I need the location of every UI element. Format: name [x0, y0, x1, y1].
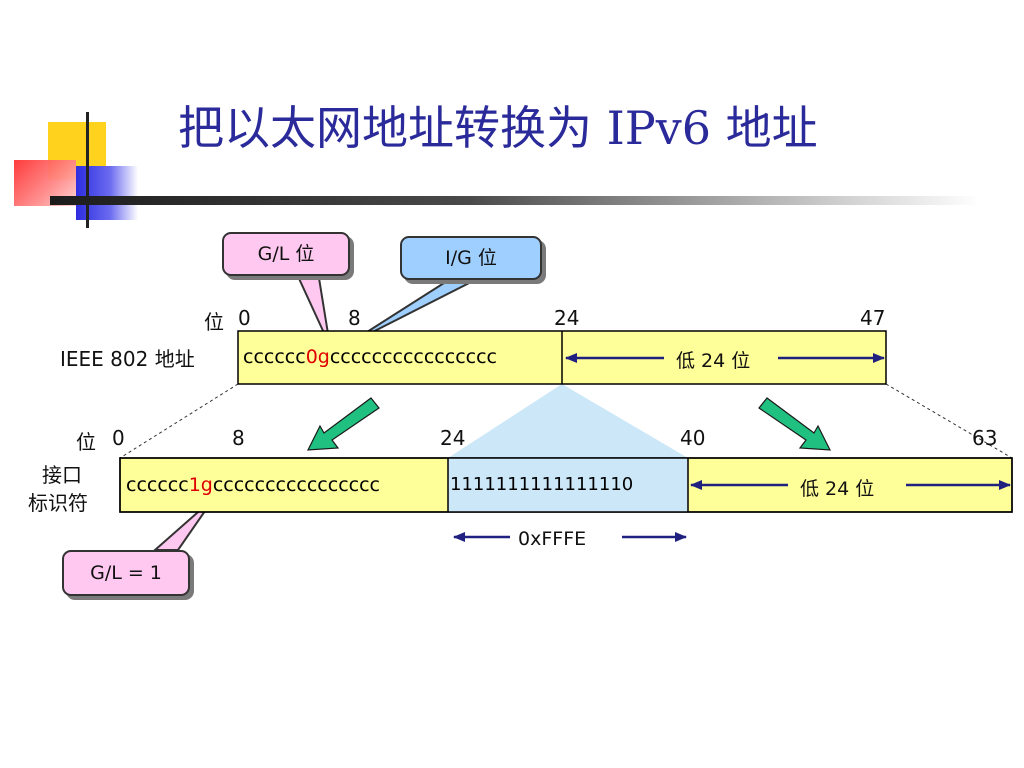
- callout-gl-equals-1: G/L = 1: [62, 550, 190, 596]
- ieee-tick-0: 0: [238, 306, 251, 330]
- ieee-bit-word: 位: [204, 310, 224, 334]
- ieee-bits-prefix: cccccc: [243, 346, 306, 368]
- iid-row-label-line2: 标识符: [28, 491, 88, 515]
- fffe-label: 0xFFFE: [518, 528, 587, 550]
- iid-bit-word: 位: [76, 430, 96, 454]
- green-arrow-left: [306, 397, 380, 451]
- iid-tick-8: 8: [232, 426, 245, 450]
- title-underline: [50, 196, 980, 205]
- iid-tick-40: 40: [680, 426, 706, 450]
- ieee-tick-8: 8: [348, 306, 361, 330]
- ieee-tick-24: 24: [554, 306, 580, 330]
- ieee-high-bits: cccccc0gcccccccccccccccc: [243, 346, 497, 368]
- ieee-bits-marker: 0g: [305, 346, 330, 368]
- ieee-low24-label: 低 24 位: [676, 350, 751, 372]
- green-arrow-right: [758, 397, 832, 451]
- iid-row-label-line1: 接口: [42, 463, 82, 487]
- iid-fffe-segment: [448, 458, 688, 512]
- iid-bits-marker: 1g: [188, 474, 213, 496]
- ieee-bits-suffix: cccccccccccccccc: [329, 346, 497, 368]
- decor-vertical-line: [86, 112, 89, 228]
- projection-left: [119, 383, 239, 459]
- iid-tick-63: 63: [972, 426, 998, 450]
- projection-right: [885, 383, 1013, 459]
- callout-ig-bit: I/G 位: [400, 236, 542, 280]
- iid-tick-0: 0: [112, 426, 125, 450]
- page-title: 把以太网地址转换为 IPv6 地址: [178, 101, 818, 155]
- ieee-tick-47: 47: [860, 306, 886, 330]
- iid-tick-24: 24: [440, 426, 466, 450]
- callout-gl-bit: G/L 位: [222, 232, 350, 276]
- iid-high-bits: cccccc1gcccccccccccccccc: [126, 474, 380, 496]
- iid-bits-suffix: cccccccccccccccc: [212, 474, 380, 496]
- ieee-row-label: IEEE 802 地址: [60, 347, 195, 371]
- iid-border: [119, 457, 1013, 513]
- fffe-insert-wedge: [448, 384, 688, 458]
- iid-fffe-bits: 1111111111111110: [450, 474, 634, 495]
- iid-low24-label: 低 24 位: [800, 478, 875, 500]
- iid-bits-prefix: cccccc: [126, 474, 189, 496]
